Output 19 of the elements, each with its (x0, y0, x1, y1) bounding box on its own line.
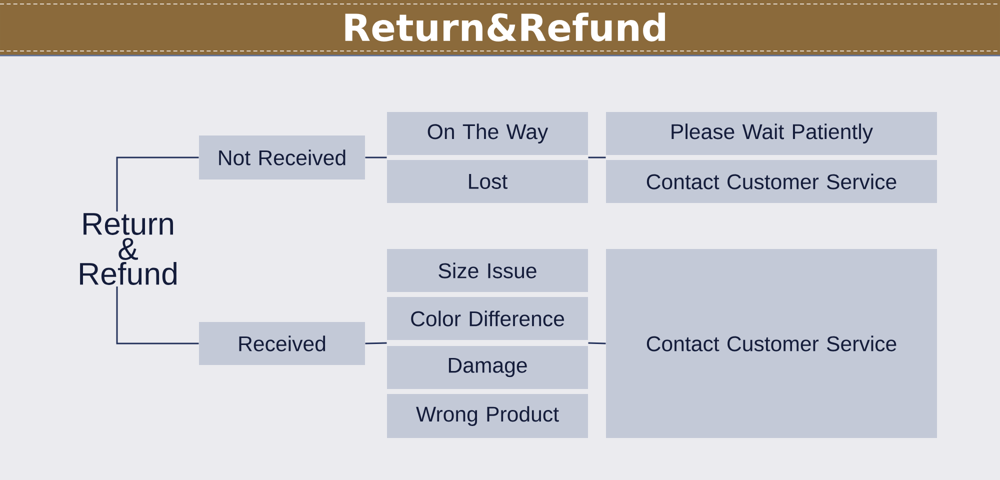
reason-box: Damage (387, 346, 588, 389)
connector-line (365, 156, 387, 158)
reason-box: Color Difference (387, 297, 588, 340)
reason-box: Size Issue (387, 249, 588, 292)
connector-line (116, 286, 199, 344)
connector-line (116, 156, 199, 212)
reason-box: On The Way (387, 112, 588, 155)
category-box: Not Received (199, 136, 365, 180)
reason-box: Lost (387, 160, 588, 203)
action-box: Please Wait Patiently (606, 112, 937, 155)
header-banner: Return&Refund (0, 0, 1000, 56)
action-box: Contact Customer Service (606, 249, 937, 438)
action-box: Contact Customer Service (606, 160, 937, 203)
category-box: Received (199, 322, 365, 365)
topic-label: Return & Refund (80, 213, 176, 285)
connector-line (588, 156, 606, 158)
connector-line (365, 342, 387, 344)
reason-box: Wrong Product (387, 394, 588, 438)
connector-line (588, 342, 606, 344)
